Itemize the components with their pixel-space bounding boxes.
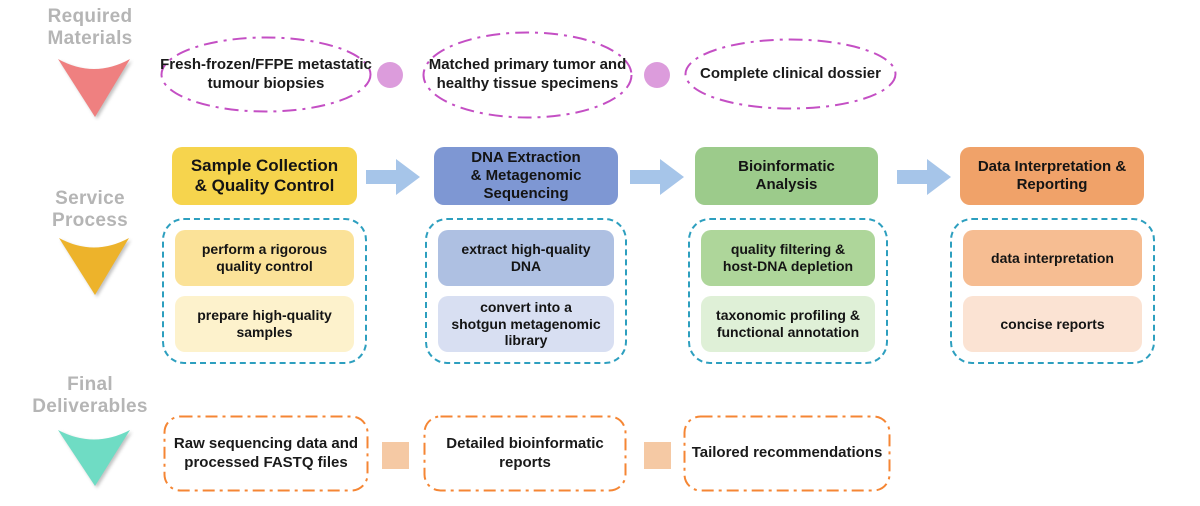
substep-box: concise reports — [963, 296, 1142, 352]
dashed-rect-icon — [683, 415, 891, 492]
required-material-item: Complete clinical dossier — [684, 38, 897, 110]
substep-box: data interpretation — [963, 230, 1142, 286]
deliverable-item: Raw sequencing data and processed FASTQ … — [163, 415, 369, 492]
required-materials-triangle-icon — [58, 59, 130, 117]
required-material-text: Complete clinical dossier — [700, 64, 881, 82]
substeps-container-bioinformatic-analysis: quality filtering & host-DNA depletion t… — [688, 218, 888, 364]
substep-box: quality filtering & host-DNA depletion — [701, 230, 875, 286]
required-material-text: Fresh-frozen/FFPE metastatic tumour biop… — [160, 55, 372, 92]
substep-box: extract high-quality DNA — [438, 230, 614, 286]
substep-box: taxonomic profiling & functional annotat… — [701, 296, 875, 352]
connector-square-icon — [644, 442, 671, 469]
dashed-ellipse-icon — [422, 31, 633, 119]
substep-box: perform a rigorous quality control — [175, 230, 354, 286]
dashed-rect-icon — [423, 415, 627, 492]
final-deliverables-triangle-icon — [58, 430, 130, 486]
deliverable-text: Raw sequencing data and processed FASTQ … — [173, 434, 359, 471]
service-process-triangle-icon — [59, 238, 129, 295]
deliverable-text: Tailored recommendations — [691, 444, 883, 462]
flow-arrow-icon — [366, 159, 420, 195]
process-step-box-data-interpretation: Data Interpretation & Reporting — [960, 147, 1144, 205]
connector-square-icon — [382, 442, 409, 469]
deliverable-text: Detailed bioinformatic reports — [446, 434, 604, 471]
required-materials-label: Required Materials — [47, 6, 133, 50]
required-material-item: Fresh-frozen/FFPE metastatic tumour biop… — [160, 36, 372, 113]
deliverable-item: Tailored recommendations — [683, 415, 891, 492]
substep-box: prepare high-quality samples — [175, 296, 354, 352]
substep-box: convert into a shotgun metagenomic libra… — [438, 296, 614, 352]
substeps-container-dna-extraction: extract high-quality DNA convert into a … — [425, 218, 627, 364]
connector-dot-icon — [644, 62, 670, 88]
required-material-item: Matched primary tumor and healthy tissue… — [422, 31, 633, 119]
process-step-box-dna-extraction: DNA Extraction & Metagenomic Sequencing — [434, 147, 618, 205]
substeps-container-sample-collection: perform a rigorous quality control prepa… — [162, 218, 367, 364]
final-deliverables-label: Final Deliverables — [32, 374, 148, 418]
process-step-box-sample-collection: Sample Collection & Quality Control — [172, 147, 357, 205]
deliverable-item: Detailed bioinformatic reports — [423, 415, 627, 492]
process-step-box-bioinformatic-analysis: Bioinformatic Analysis — [695, 147, 878, 205]
flow-arrow-icon — [630, 159, 684, 195]
substeps-container-data-interpretation: data interpretation concise reports — [950, 218, 1155, 364]
dashed-ellipse-icon — [684, 38, 897, 110]
required-material-text: Matched primary tumor and healthy tissue… — [428, 56, 627, 92]
service-process-label: Service Process — [51, 188, 129, 232]
connector-dot-icon — [377, 62, 403, 88]
flow-arrow-icon — [897, 159, 951, 195]
dashed-ellipse-icon — [160, 36, 372, 113]
dashed-rect-icon — [163, 415, 369, 492]
